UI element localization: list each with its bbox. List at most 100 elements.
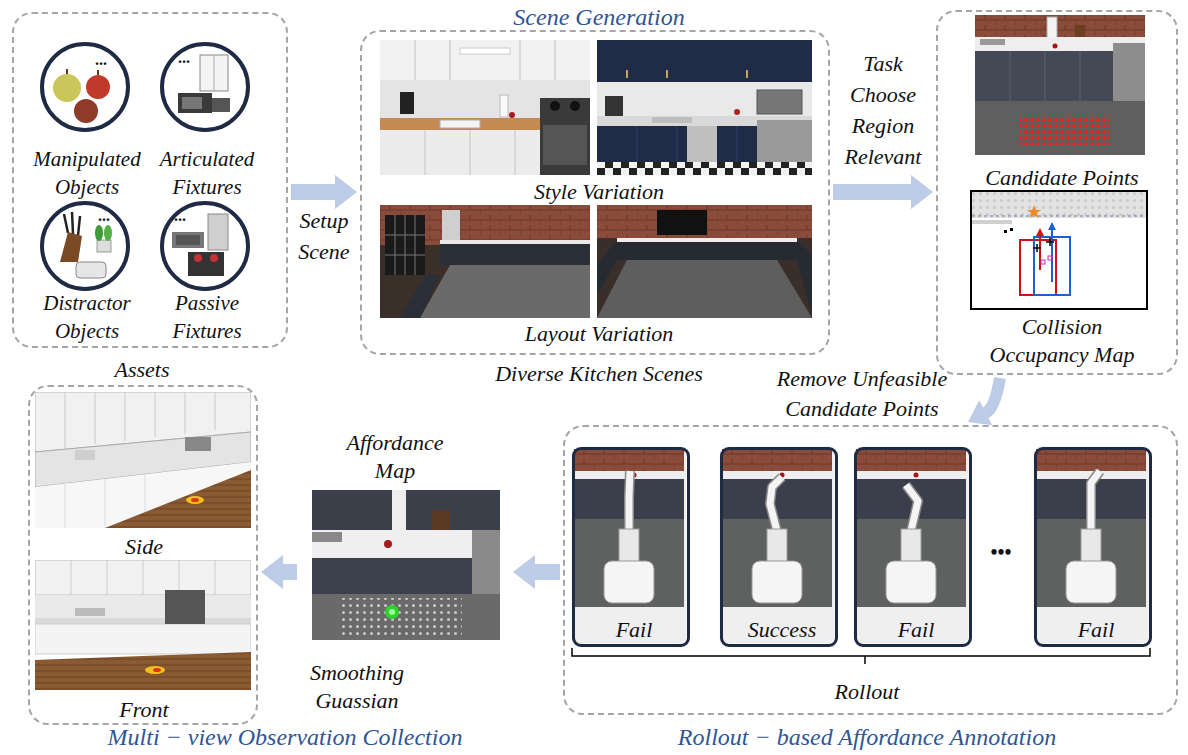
illustration-part	[1010, 51, 1080, 101]
illustration-part	[400, 92, 414, 114]
illustration-part	[906, 485, 918, 531]
illustration-part	[597, 240, 617, 295]
illustration-part	[172, 232, 204, 248]
illustration-part	[380, 40, 590, 175]
illustration-part	[975, 15, 1145, 155]
illustration-part	[212, 98, 230, 112]
ellipsis-label: •••	[976, 540, 1026, 564]
multiview-panel: SideFrontMulti − view Observation Collec…	[28, 385, 258, 725]
illustration-part	[500, 95, 508, 117]
illustration-part	[210, 254, 218, 262]
illustration-part	[312, 530, 500, 558]
illustration-part	[770, 477, 782, 531]
illustration-part	[570, 101, 580, 111]
ellipsis-label: ...	[169, 48, 199, 68]
illustration-part	[194, 254, 202, 262]
illustration-part	[75, 450, 95, 460]
ellipsis-label: ...	[86, 50, 116, 70]
illustration-part	[597, 205, 812, 238]
illustration-part	[972, 192, 1146, 218]
illustration-part	[597, 162, 812, 175]
illustration-part	[720, 447, 835, 644]
illustration-part	[574, 449, 684, 471]
illustration-part	[312, 532, 342, 542]
node-text: Passive Fixtures	[145, 289, 269, 345]
rollout-tile: Fail	[1034, 447, 1152, 647]
flow-arrow	[261, 555, 297, 589]
illustration-part	[182, 97, 202, 109]
scene-panel: Scene GenerationStyle VariationLayout Va…	[360, 30, 830, 355]
illustration-part	[86, 75, 110, 99]
illustration-part	[380, 40, 590, 80]
illustration-part	[972, 220, 1012, 224]
illustration-part	[415, 40, 555, 80]
illustration-part	[1033, 238, 1054, 252]
edge-label: Task Choose Region Relevant	[837, 48, 929, 172]
arrow-head	[968, 400, 992, 425]
node-text: Rollout − based Affordance Annotation	[567, 724, 1167, 750]
illustration-part	[35, 560, 251, 690]
illustration-part	[617, 238, 797, 242]
node-text: Multi − view Observation Collection	[25, 724, 545, 750]
illustration-part	[856, 471, 966, 479]
illustration-part	[1053, 44, 1058, 49]
illustration-part	[856, 449, 966, 607]
illustration-part	[597, 40, 812, 82]
asset-circle: Passive Fixtures	[147, 202, 267, 346]
node-text: Fail	[861, 616, 971, 644]
illustration-part	[312, 490, 500, 640]
arrow-shape	[513, 555, 560, 589]
illustration-part	[104, 225, 112, 241]
affordance-map: Affordance MapSmoothing Guassian	[300, 428, 510, 718]
illustration-part	[619, 529, 639, 563]
illustration-part	[380, 130, 560, 175]
asset-circle: Distractor Objects	[27, 202, 147, 346]
illustration-part	[1047, 17, 1057, 39]
illustration-part	[734, 109, 740, 115]
illustration-part	[540, 98, 590, 175]
illustration-part	[597, 205, 812, 318]
node-text: Scene Generation	[429, 3, 769, 31]
illustration-part	[162, 44, 248, 130]
illustration-part	[1036, 519, 1146, 607]
illustration-part	[35, 624, 251, 654]
rollout-tile: Fail	[854, 447, 972, 647]
illustration-part	[35, 392, 251, 528]
illustration-part	[1020, 115, 1110, 145]
illustration-part	[971, 191, 1147, 309]
illustration-part	[1091, 471, 1100, 531]
illustration-part	[572, 648, 1150, 664]
illustration-part	[597, 260, 812, 318]
illustration-part	[757, 120, 812, 162]
illustration-part	[35, 618, 251, 624]
edge-label: Remove Unfeasible Candidate Points	[757, 364, 967, 424]
illustration-part	[1091, 471, 1100, 531]
illustration-part	[440, 120, 480, 128]
illustration-part	[342, 598, 462, 638]
assets-panel: AssetsManipulated ObjectsArticulated Fix…	[12, 12, 288, 348]
flow-arrow	[513, 555, 560, 589]
illustration-part	[767, 529, 787, 563]
rollout-tile: Fail	[572, 447, 690, 647]
illustration-part	[1010, 228, 1013, 231]
illustration-part	[191, 498, 199, 502]
illustration-part	[797, 240, 812, 315]
illustration-part	[1113, 43, 1145, 101]
illustration-part	[380, 118, 560, 130]
node-text: Collision Occupancy Map	[977, 313, 1147, 369]
illustration-part	[901, 529, 921, 563]
illustration-part	[605, 96, 623, 116]
illustration-part	[380, 205, 590, 318]
node-text: Articulated Fixtures	[145, 145, 269, 201]
illustration-part	[1081, 529, 1101, 563]
illustration-part	[420, 265, 590, 318]
flow-arrow	[291, 175, 357, 209]
illustration-part	[1036, 449, 1146, 607]
illustration-part	[42, 203, 128, 289]
illustration-part	[208, 214, 228, 250]
illustration-part	[574, 449, 684, 607]
node-text: Side	[94, 533, 194, 561]
illustration-part	[97, 240, 111, 252]
illustration-part	[35, 462, 251, 528]
arrow-shape	[833, 175, 933, 209]
